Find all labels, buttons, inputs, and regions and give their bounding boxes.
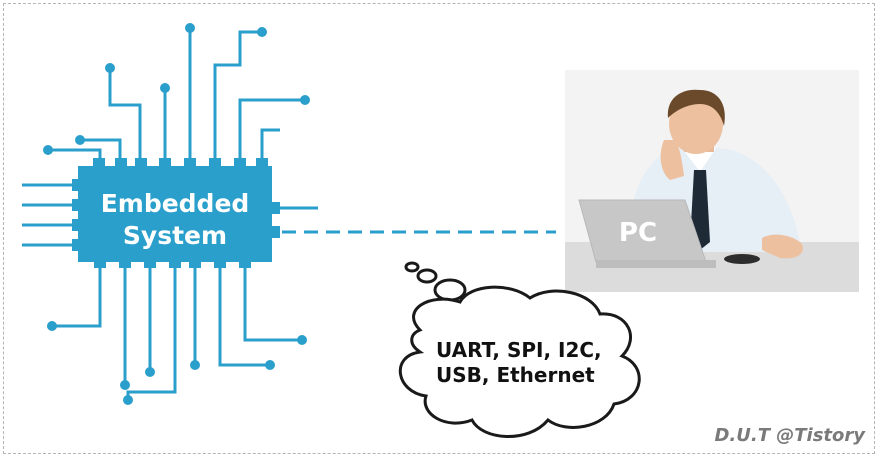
thought-dot-large [433,278,467,302]
watermark: D.U.T @Tistory [714,425,866,446]
chip-label-line2: System [123,221,227,250]
thought-bubble [399,261,641,438]
chip-pins [72,158,280,268]
pc-label: PC [619,218,657,248]
embedded-system-chip [78,166,272,262]
pc-user-illustration [565,70,859,292]
bubble-text-line2: USB, Ethernet [436,363,595,387]
thought-dot-small [404,261,420,273]
thought-cloud [399,285,641,438]
chip-label-line1: Embedded [101,189,250,218]
thought-dot-medium [416,268,438,284]
dashed-frame [3,3,875,454]
bubble-text-line1: UART, SPI, I2C, [436,338,602,362]
trace-end-dots [43,23,310,405]
